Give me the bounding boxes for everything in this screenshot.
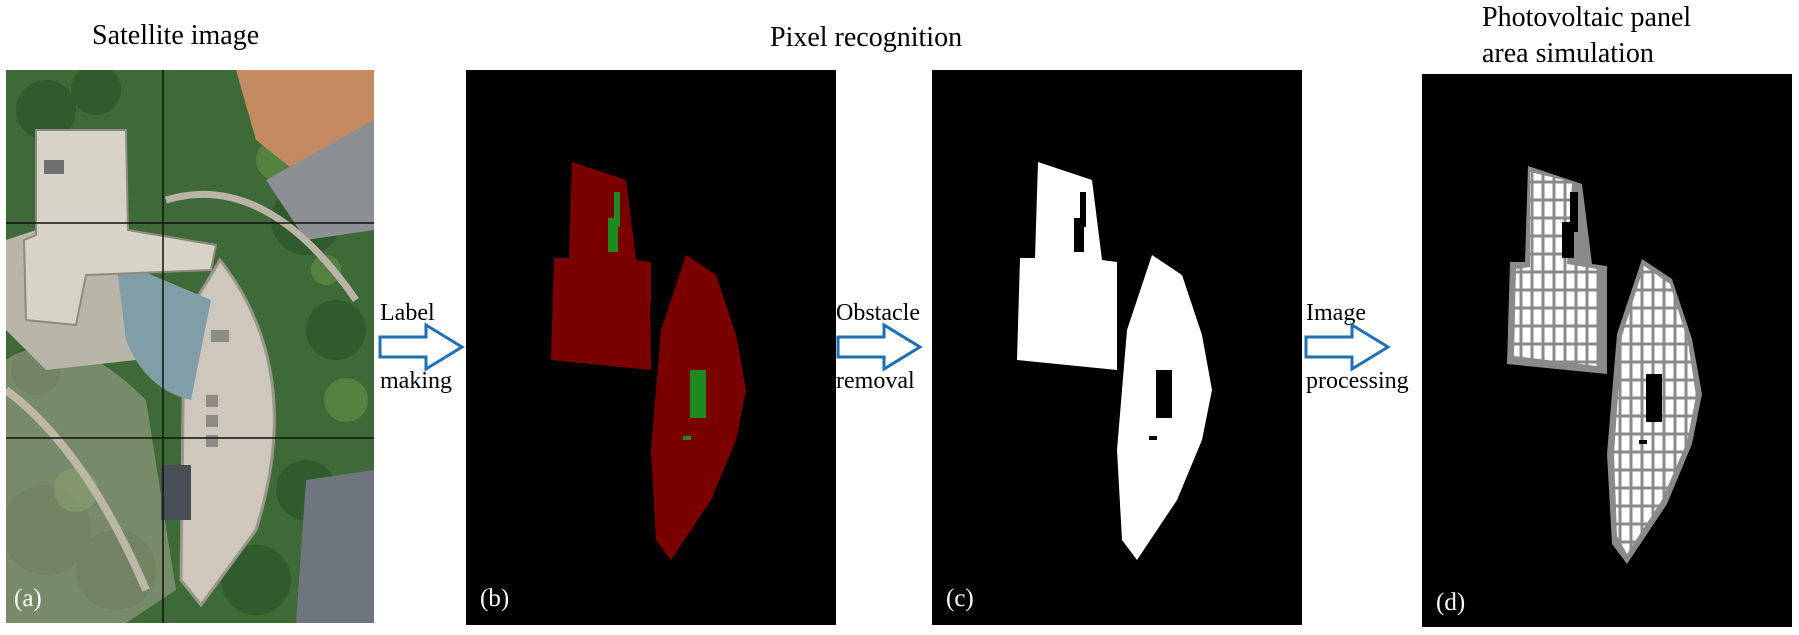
arrow-label-making: Label making xyxy=(378,300,468,400)
arrow-1-bottom-text: making xyxy=(380,368,452,394)
arrow-2-top-text: Obstacle xyxy=(836,300,920,326)
panel-c-tag: (c) xyxy=(946,585,974,612)
satellite-illustration xyxy=(6,70,374,623)
roof-mask xyxy=(1017,162,1212,560)
arrow-obstacle-removal: Obstacle removal xyxy=(836,300,936,400)
label-mask xyxy=(551,162,746,560)
pv-layout xyxy=(1507,166,1702,564)
panel-b-tag: (b) xyxy=(480,585,510,612)
arrow-3-top-text: Image xyxy=(1306,300,1366,326)
panel-d-tag: (d) xyxy=(1436,589,1466,616)
right-arrow-icon xyxy=(836,322,923,372)
right-arrow-icon xyxy=(378,322,465,372)
title-pixel-recognition: Pixel recognition xyxy=(770,22,963,53)
arrow-2-bottom-text: removal xyxy=(836,368,915,394)
arrow-3-bottom-text: processing xyxy=(1306,368,1409,394)
right-arrow-icon xyxy=(1304,322,1391,372)
panel-d-pv-layout: (d) xyxy=(1422,74,1792,627)
arrow-1-top-text: Label xyxy=(380,300,435,326)
title-pv-area-line1: Photovoltaic panel xyxy=(1482,2,1692,33)
panel-a-tag: (a) xyxy=(14,585,42,612)
panel-a-satellite-image: (a) xyxy=(6,70,374,623)
title-satellite-image: Satellite image xyxy=(92,20,260,51)
arrow-image-processing: Image processing xyxy=(1304,300,1424,400)
panel-c-roof-mask: (c) xyxy=(932,70,1302,625)
panel-b-pixel-labels: (b) xyxy=(466,70,836,625)
title-pv-area-line2: area simulation xyxy=(1482,38,1654,69)
